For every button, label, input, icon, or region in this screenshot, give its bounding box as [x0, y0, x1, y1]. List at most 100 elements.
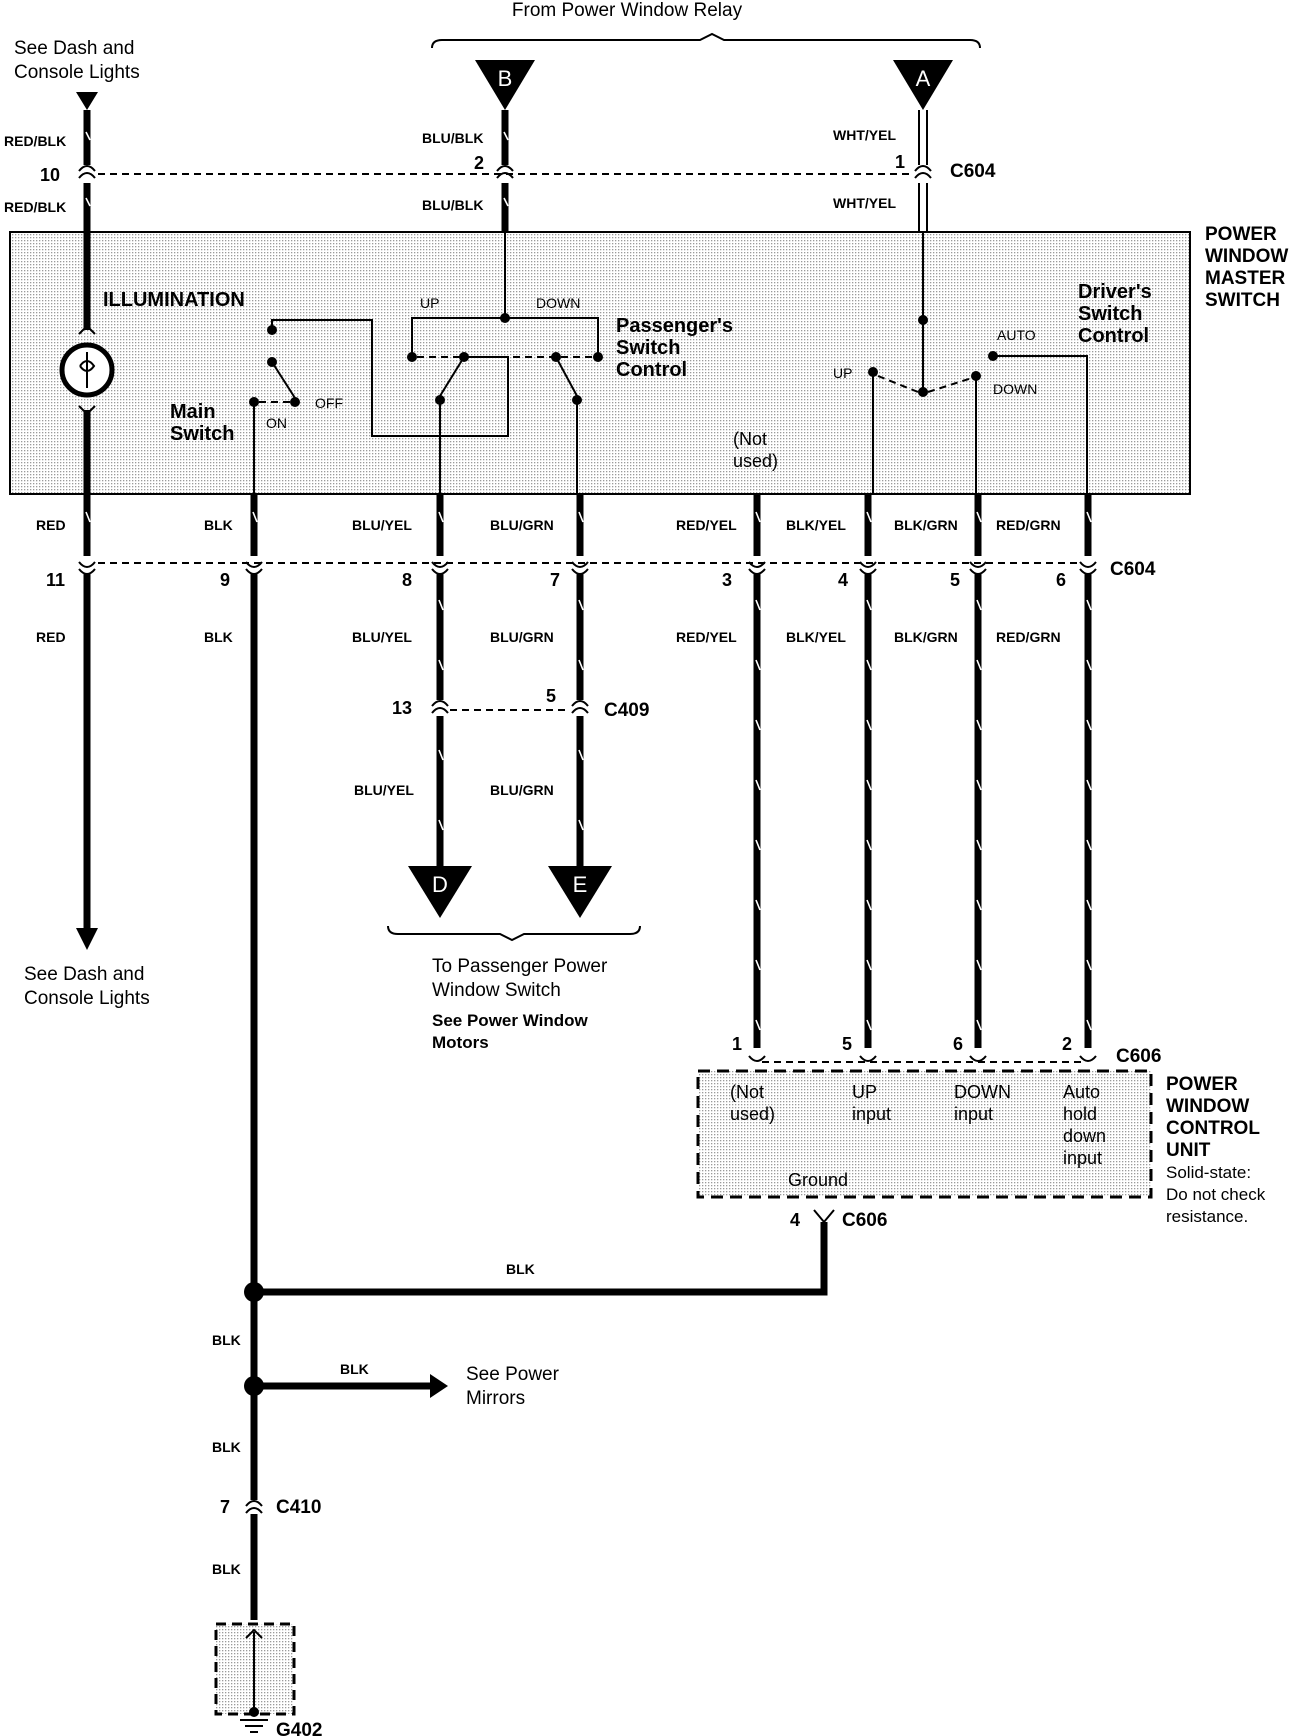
- wire-label-red-blk-lower: RED/BLK: [4, 199, 66, 215]
- wire-label-lower-9: BLK: [204, 629, 233, 645]
- not-used-label-2: used): [733, 451, 778, 471]
- blk-1-label: BLK: [212, 1332, 241, 1348]
- wire-label-wht-yel-lower: WHT/YEL: [833, 195, 896, 211]
- illumination-label: ILLUMINATION: [103, 289, 245, 311]
- cu-auto-input-1: Auto: [1063, 1082, 1100, 1102]
- cu-note-3: resistance.: [1166, 1207, 1248, 1226]
- arrow-mirrors: [430, 1374, 448, 1398]
- c604-pin-8: 8: [402, 570, 412, 590]
- passenger-up-label: UP: [420, 295, 439, 311]
- dash-lights-note-top: See Dash and: [14, 38, 134, 59]
- passenger-down-label: DOWN: [536, 295, 580, 311]
- cu-auto-input-3: down: [1063, 1126, 1106, 1146]
- arrow-out-left: [76, 928, 98, 950]
- passenger-control-label-2: Switch: [616, 337, 680, 359]
- cu-auto-input-2: hold: [1063, 1104, 1097, 1124]
- c409-pin-5: 5: [546, 686, 556, 706]
- right-wire-ticks: [755, 599, 1092, 1031]
- passenger-note-2: Window Switch: [432, 980, 561, 1001]
- wire-label-upper-5: BLK/GRN: [894, 517, 958, 533]
- c409-left-color: BLU/YEL: [354, 782, 414, 798]
- c604-pin-6: 6: [1056, 570, 1066, 590]
- wire-label-lower-6: RED/GRN: [996, 629, 1061, 645]
- terminal-d-label: D: [432, 872, 448, 897]
- connector-c604-bottom: C604: [1110, 559, 1156, 580]
- c606-pin-1: 1: [732, 1034, 742, 1054]
- main-switch-label-1: Main: [170, 401, 216, 423]
- terminal-e-label: E: [573, 872, 588, 897]
- main-switch-on: ON: [266, 415, 287, 431]
- wire-label-upper-9: BLK: [204, 517, 233, 533]
- wire-label-upper-8: BLU/YEL: [352, 517, 412, 533]
- terminal-a[interactable]: [893, 60, 953, 110]
- ground-g402-label: G402: [276, 1720, 322, 1736]
- dash-lights-note-top-2: Console Lights: [14, 62, 140, 83]
- cu-down-input-1: DOWN: [954, 1082, 1011, 1102]
- wire-label-lower-3: RED/YEL: [676, 629, 737, 645]
- terminal-b-label: B: [498, 66, 513, 91]
- mirrors-note-2: Mirrors: [466, 1388, 525, 1409]
- cu-note-2: Do not check: [1166, 1185, 1266, 1204]
- driver-auto-label: AUTO: [997, 327, 1036, 343]
- cu-not-used-2: used): [730, 1104, 775, 1124]
- cu-ground-label: Ground: [788, 1170, 848, 1190]
- terminal-a-label: A: [916, 66, 931, 91]
- c606-pin-4: 4: [790, 1210, 800, 1230]
- c604-pin-3: 3: [722, 570, 732, 590]
- c604-pin-4: 4: [838, 570, 848, 590]
- c409-pin-13: 13: [392, 698, 412, 718]
- control-unit-box: [696, 1069, 1153, 1199]
- relay-brace: [431, 32, 981, 49]
- mirrors-note-1: See Power: [466, 1364, 560, 1385]
- c604-pin-7: 7: [550, 570, 560, 590]
- driver-control-label-3: Control: [1078, 325, 1149, 347]
- wire-label-lower-5: BLK/GRN: [894, 629, 958, 645]
- blk-mirrors-label: BLK: [340, 1361, 369, 1377]
- master-switch-title-4: SWITCH: [1205, 290, 1280, 311]
- wire-label-blu-blk-upper: BLU/BLK: [422, 130, 483, 146]
- wire-pin-2: 2: [474, 153, 484, 173]
- c606-pin-5: 5: [842, 1034, 852, 1054]
- splice-unit: [244, 1282, 264, 1302]
- c409-right-color: BLU/GRN: [490, 782, 554, 798]
- dash-lights-note-bottom-2: Console Lights: [24, 988, 150, 1009]
- from-relay-label: From Power Window Relay: [512, 0, 743, 21]
- wire-label-wht-yel-upper: WHT/YEL: [833, 127, 896, 143]
- connector-c409: C409: [604, 700, 649, 721]
- connector-c606-bottom: C606: [842, 1210, 887, 1231]
- connector-c606-top: C606: [1116, 1046, 1161, 1067]
- wire-label-upper-11: RED: [36, 517, 66, 533]
- blk-2-label: BLK: [212, 1439, 241, 1455]
- terminal-e[interactable]: [548, 866, 612, 918]
- passenger-brace: [387, 925, 641, 942]
- driver-control-label-2: Switch: [1078, 303, 1142, 325]
- bottom-wires: RED11REDBLK9BLKBLU/YEL8BLU/YELBLU/GRN7BL…: [36, 494, 1097, 645]
- driver-control-label-1: Driver's: [1078, 281, 1152, 303]
- passenger-control-label-1: Passenger's: [616, 315, 733, 337]
- cu-auto-input-4: input: [1063, 1148, 1102, 1168]
- passenger-note-4: Motors: [432, 1033, 489, 1052]
- dash-lights-note-bottom: See Dash and: [24, 964, 144, 985]
- arrow-in-left: [76, 92, 98, 110]
- passenger-control-label-3: Control: [616, 359, 687, 381]
- passenger-note-3: See Power Window: [432, 1011, 588, 1030]
- connector-c604-top: C604: [950, 161, 996, 182]
- terminal-b[interactable]: [475, 60, 535, 110]
- wire-pin-10: 10: [40, 165, 60, 185]
- wire-label-lower-7: BLU/GRN: [490, 629, 554, 645]
- cu-note-1: Solid-state:: [1166, 1163, 1251, 1182]
- cu-title-2: WINDOW: [1166, 1096, 1249, 1117]
- wire-label-red-blk-upper: RED/BLK: [4, 133, 66, 149]
- cu-title-1: POWER: [1166, 1074, 1238, 1095]
- wire-label-upper-6: RED/GRN: [996, 517, 1061, 533]
- main-switch-off: OFF: [315, 395, 343, 411]
- wire-label-blu-blk-lower: BLU/BLK: [422, 197, 483, 213]
- cu-up-input-2: input: [852, 1104, 891, 1124]
- connector-c410: C410: [276, 1497, 321, 1518]
- terminal-d[interactable]: [408, 866, 472, 918]
- wire-label-lower-8: BLU/YEL: [352, 629, 412, 645]
- driver-up-label: UP: [833, 365, 852, 381]
- c606-pin-6: 6: [953, 1034, 963, 1054]
- wire-label-upper-3: RED/YEL: [676, 517, 737, 533]
